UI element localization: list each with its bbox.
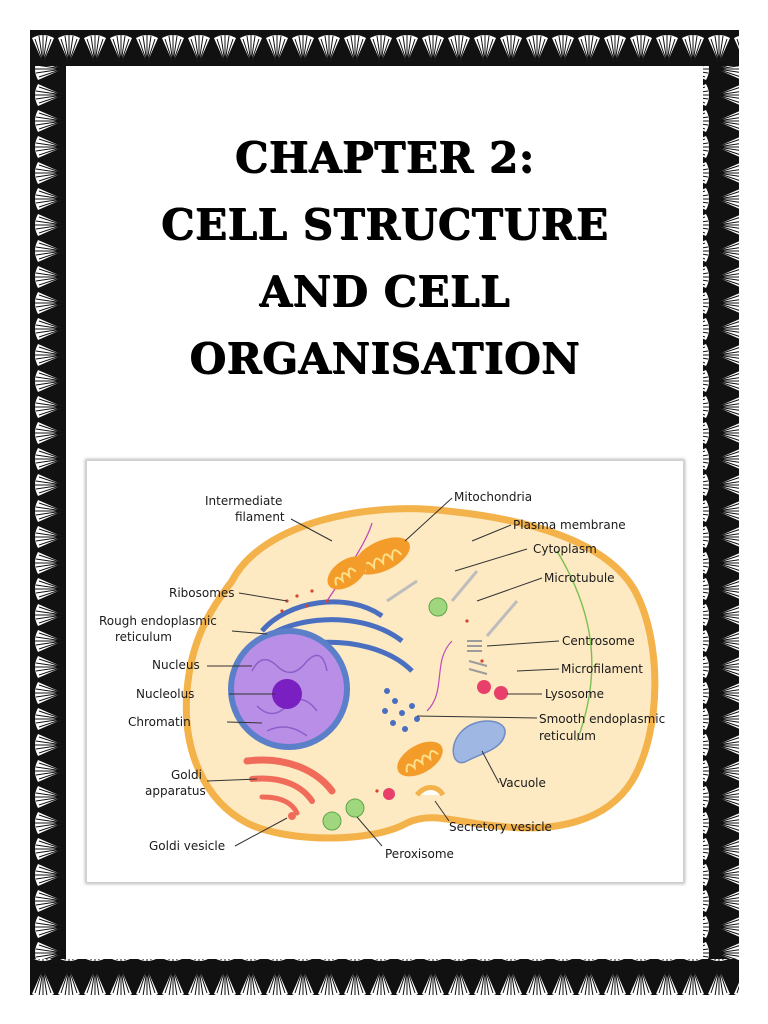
label-rough-er-1: Rough endoplasmic [99,614,217,628]
title-line-2: CELL STRUCTURE [160,200,609,249]
label-peroxisome: Peroxisome [385,847,454,861]
label-smooth-er-1: Smooth endoplasmic [539,712,665,726]
secretory-vesicle [415,785,446,797]
ribosomes [280,589,484,793]
label-centrosome: Centrosome [562,634,635,648]
label-rough-er-2: reticulum [115,630,172,644]
mitochondrion-top [354,537,410,575]
label-plasma-membrane: Plasma membrane [513,518,626,532]
microfilament-line [556,550,593,742]
lysosome-1 [477,680,491,694]
fan-pattern-border [30,30,739,995]
title-line-3: AND CELL [259,267,510,316]
golgi-apparatus [243,756,336,816]
label-intermediate-filament-1: Intermediate [205,494,282,508]
label-chromatin: Chromatin [128,715,191,729]
centrosome [467,640,488,675]
cell-illustration: Intermediate filament Ribosomes Rough en… [99,490,665,861]
label-goldi-apparatus-2: apparatus [145,784,206,798]
label-intermediate-filament-2: filament [235,510,285,524]
label-microtubule: Microtubule [544,571,615,585]
vacuole [452,720,506,764]
smooth-er [382,688,420,732]
goldi-vesicle [288,812,296,820]
leader-lines [206,497,560,847]
title-line-4: ORGANISATION [189,334,580,383]
lysosome-3 [383,788,395,800]
label-microfilament: Microfilament [561,662,643,676]
label-goldi-apparatus-1: Goldi [171,768,202,782]
peroxisome-2 [322,811,342,831]
mitochondrion-bottom [397,741,443,777]
peroxisome-3 [428,597,448,617]
label-vacuole: Vacuole [499,776,546,790]
label-mitochondria: Mitochondria [454,490,532,504]
label-cytoplasm: Cytoplasm [533,542,597,556]
label-goldi-vesicle: Goldi vesicle [149,839,225,853]
microtubule-line [386,570,519,637]
nucleolus [272,679,302,709]
label-smooth-er-2: reticulum [539,729,596,743]
cell-membrane [182,505,659,842]
mitochondrion-left [327,556,367,590]
title-line-1: CHAPTER 2: [234,133,535,182]
label-ribosomes: Ribosomes [169,586,235,600]
chapter-title: CHAPTER 2: CELL STRUCTURE AND CELL ORGAN… [66,124,703,392]
label-nucleus: Nucleus [152,658,200,672]
label-lysosome: Lysosome [545,687,604,701]
filament-line [426,640,453,712]
label-secretory-vesicle: Secretory vesicle [449,820,552,834]
animal-cell-diagram: Intermediate filament Ribosomes Rough en… [86,460,684,883]
label-nucleolus: Nucleolus [136,687,194,701]
lysosome-2 [494,686,508,700]
peroxisome-1 [345,798,365,818]
